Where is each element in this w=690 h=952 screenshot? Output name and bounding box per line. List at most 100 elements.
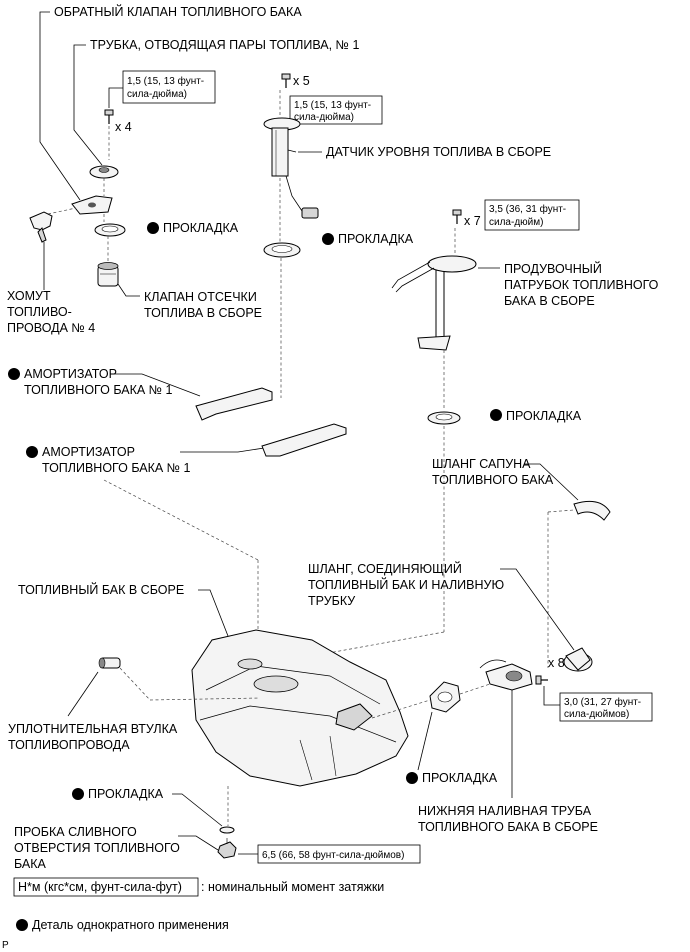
- torque-3-line1: 3,5 (36, 31 фунт-: [489, 203, 566, 215]
- label-grommet-line2: ТОПЛИВОПРОВОДА: [8, 738, 130, 752]
- torque-3-line2: сила-дюйм): [489, 217, 543, 228]
- label-gasket-3: ПРОКЛАДКА: [506, 409, 582, 423]
- label-filler-hose-line1: ШЛАНГ, СОЕДИНЯЮЩИЙ: [308, 561, 462, 576]
- filler-hose-part: [563, 647, 593, 672]
- label-cushion-1-line1: АМОРТИЗАТОР: [24, 367, 117, 381]
- non-reusable-mark: [406, 772, 418, 784]
- label-cutoff-line2: ТОПЛИВА В СБОРЕ: [144, 306, 262, 320]
- leader-cutoff: [117, 283, 140, 297]
- screw-icon: [452, 209, 462, 224]
- fuel-tube-clamp-part: [29, 211, 53, 243]
- screw-icon: [535, 675, 548, 685]
- label-clamp-line1: ХОМУТ: [7, 289, 51, 303]
- label-cushion-2-line2: ТОПЛИВНОГО БАКА № 1: [42, 461, 191, 475]
- leader-check-valve: [39, 11, 81, 201]
- legend-torque-unit: Н*м (кгс*см, фунт-сила-фут): [18, 880, 182, 894]
- tank-cushion-part-2: [261, 423, 347, 457]
- check-valve-part: [71, 195, 113, 215]
- leader-cushion-2: [180, 447, 265, 453]
- torque-box-2: [289, 95, 383, 125]
- fuel-tube-grommet-part: [98, 657, 121, 669]
- fuel-gauge-part: [263, 117, 319, 219]
- legend-torque-desc: : номинальный момент затяжки: [201, 880, 384, 894]
- screw-icon: [104, 109, 114, 124]
- torque-box-5: [257, 844, 421, 864]
- cutoff-valve-part: [97, 262, 119, 287]
- label-filler-pipe-line1: НИЖНЯЯ НАЛИВНАЯ ТРУБА: [418, 804, 592, 818]
- gasket-part-2: [263, 242, 301, 258]
- label-purge-line3: БАКА В СБОРЕ: [504, 294, 595, 308]
- label-filler-hose-line2: ТОПЛИВНЫЙ БАК И НАЛИВНУЮ: [308, 577, 504, 592]
- label-drain-line1: ПРОБКА СЛИВНОГО: [14, 825, 137, 839]
- leader-breather: [524, 463, 579, 501]
- label-fuel-gauge: ДАТЧИК УРОВНЯ ТОПЛИВА В СБОРЕ: [326, 145, 551, 159]
- label-gasket-5: ПРОКЛАДКА: [88, 787, 164, 801]
- gasket-part-1: [94, 223, 126, 237]
- label-cutoff-line1: КЛАПАН ОТСЕЧКИ: [144, 290, 257, 304]
- leader-torque-1: [108, 87, 123, 108]
- fuel-tank-part: [191, 629, 409, 787]
- label-vapor-tube: ТРУБКА, ОТВОДЯЩАЯ ПАРЫ ТОПЛИВА, № 1: [90, 38, 359, 52]
- non-reusable-mark: [490, 409, 502, 421]
- label-check-valve: ОБРАТНЫЙ КЛАПАН ТОПЛИВНОГО БАКА: [54, 4, 302, 19]
- non-reusable-mark: [147, 222, 159, 234]
- legend-non-reusable-mark: [16, 919, 28, 931]
- label-cushion-1-line2: ТОПЛИВНОГО БАКА № 1: [24, 383, 173, 397]
- label-gasket-2: ПРОКЛАДКА: [338, 232, 414, 246]
- torque-2-line2: сила-дюйма): [294, 112, 354, 123]
- leader-gasket-5: [172, 793, 223, 827]
- count-x5: x 5: [293, 74, 310, 88]
- label-filler-pipe-line2: ТОПЛИВНОГО БАКА В СБОРЕ: [418, 820, 598, 834]
- torque-box-1: [122, 70, 216, 104]
- label-breather-line1: ШЛАНГ САПУНА: [432, 457, 531, 471]
- torque-4-line1: 3,0 (31, 27 фунт-: [564, 696, 641, 708]
- label-breather-line2: ТОПЛИВНОГО БАКА: [432, 473, 554, 487]
- torque-4-line2: сила-дюймов): [564, 709, 629, 720]
- drain-plug-part: [217, 838, 237, 859]
- label-purge-line2: ПАТРУБОК ТОПЛИВНОГО: [504, 278, 659, 292]
- non-reusable-mark: [8, 368, 20, 380]
- gasket-part-5: [219, 826, 235, 834]
- non-reusable-mark: [72, 788, 84, 800]
- leader-torque-4: [543, 686, 560, 706]
- count-x4: x 4: [115, 120, 132, 134]
- screw-icon: [281, 73, 291, 88]
- leader-gasket-4: [417, 711, 433, 771]
- torque-box-3: [484, 199, 580, 231]
- label-clamp-line2: ТОПЛИВО-: [7, 305, 72, 319]
- leader-vapor-tube: [73, 44, 103, 166]
- label-cushion-2-line1: АМОРТИЗАТОР: [42, 445, 135, 459]
- leader-grommet: [67, 671, 99, 717]
- purge-tube-part: [391, 255, 477, 351]
- lower-filler-pipe-part: [479, 659, 533, 691]
- label-purge-line1: ПРОДУВОЧНЫЙ: [504, 261, 602, 276]
- leader-filler-hose: [500, 568, 575, 651]
- label-clamp-line3: ПРОВОДА № 4: [7, 321, 95, 335]
- torque-1-line2: сила-дюйма): [127, 89, 187, 100]
- count-x8: x 8: [548, 656, 565, 670]
- torque-2-line1: 1,5 (15, 13 фунт-: [294, 99, 371, 111]
- label-grommet-line1: УПЛОТНИТЕЛЬНАЯ ВТУЛКА: [8, 722, 178, 736]
- page-mark: P: [2, 940, 9, 951]
- non-reusable-mark: [322, 233, 334, 245]
- label-gasket-4: ПРОКЛАДКА: [422, 771, 498, 785]
- label-drain-line3: БАКА: [14, 857, 47, 871]
- legend-torque-box: [13, 877, 199, 897]
- torque-box-4: [559, 692, 653, 722]
- count-x7: x 7: [464, 214, 481, 228]
- label-tank: ТОПЛИВНЫЙ БАК В СБОРЕ: [18, 582, 184, 597]
- torque-1-line1: 1,5 (15, 13 фунт-: [127, 75, 204, 87]
- breather-hose-part: [573, 500, 611, 521]
- vapor-tube-part: [89, 165, 119, 179]
- label-drain-line2: ОТВЕРСТИЯ ТОПЛИВНОГО: [14, 841, 180, 855]
- non-reusable-mark: [26, 446, 38, 458]
- label-gasket-1: ПРОКЛАДКА: [163, 221, 239, 235]
- torque-5: 6,5 (66, 58 фунт-сила-дюймов): [262, 849, 404, 861]
- leader-tank: [198, 589, 229, 637]
- gasket-part-4: [429, 681, 461, 713]
- label-filler-hose-line3: ТРУБКУ: [308, 594, 355, 608]
- legend-non-reusable: Деталь однократного применения: [32, 918, 229, 932]
- leader-cushion-1: [112, 373, 201, 397]
- gasket-part-3: [427, 411, 461, 425]
